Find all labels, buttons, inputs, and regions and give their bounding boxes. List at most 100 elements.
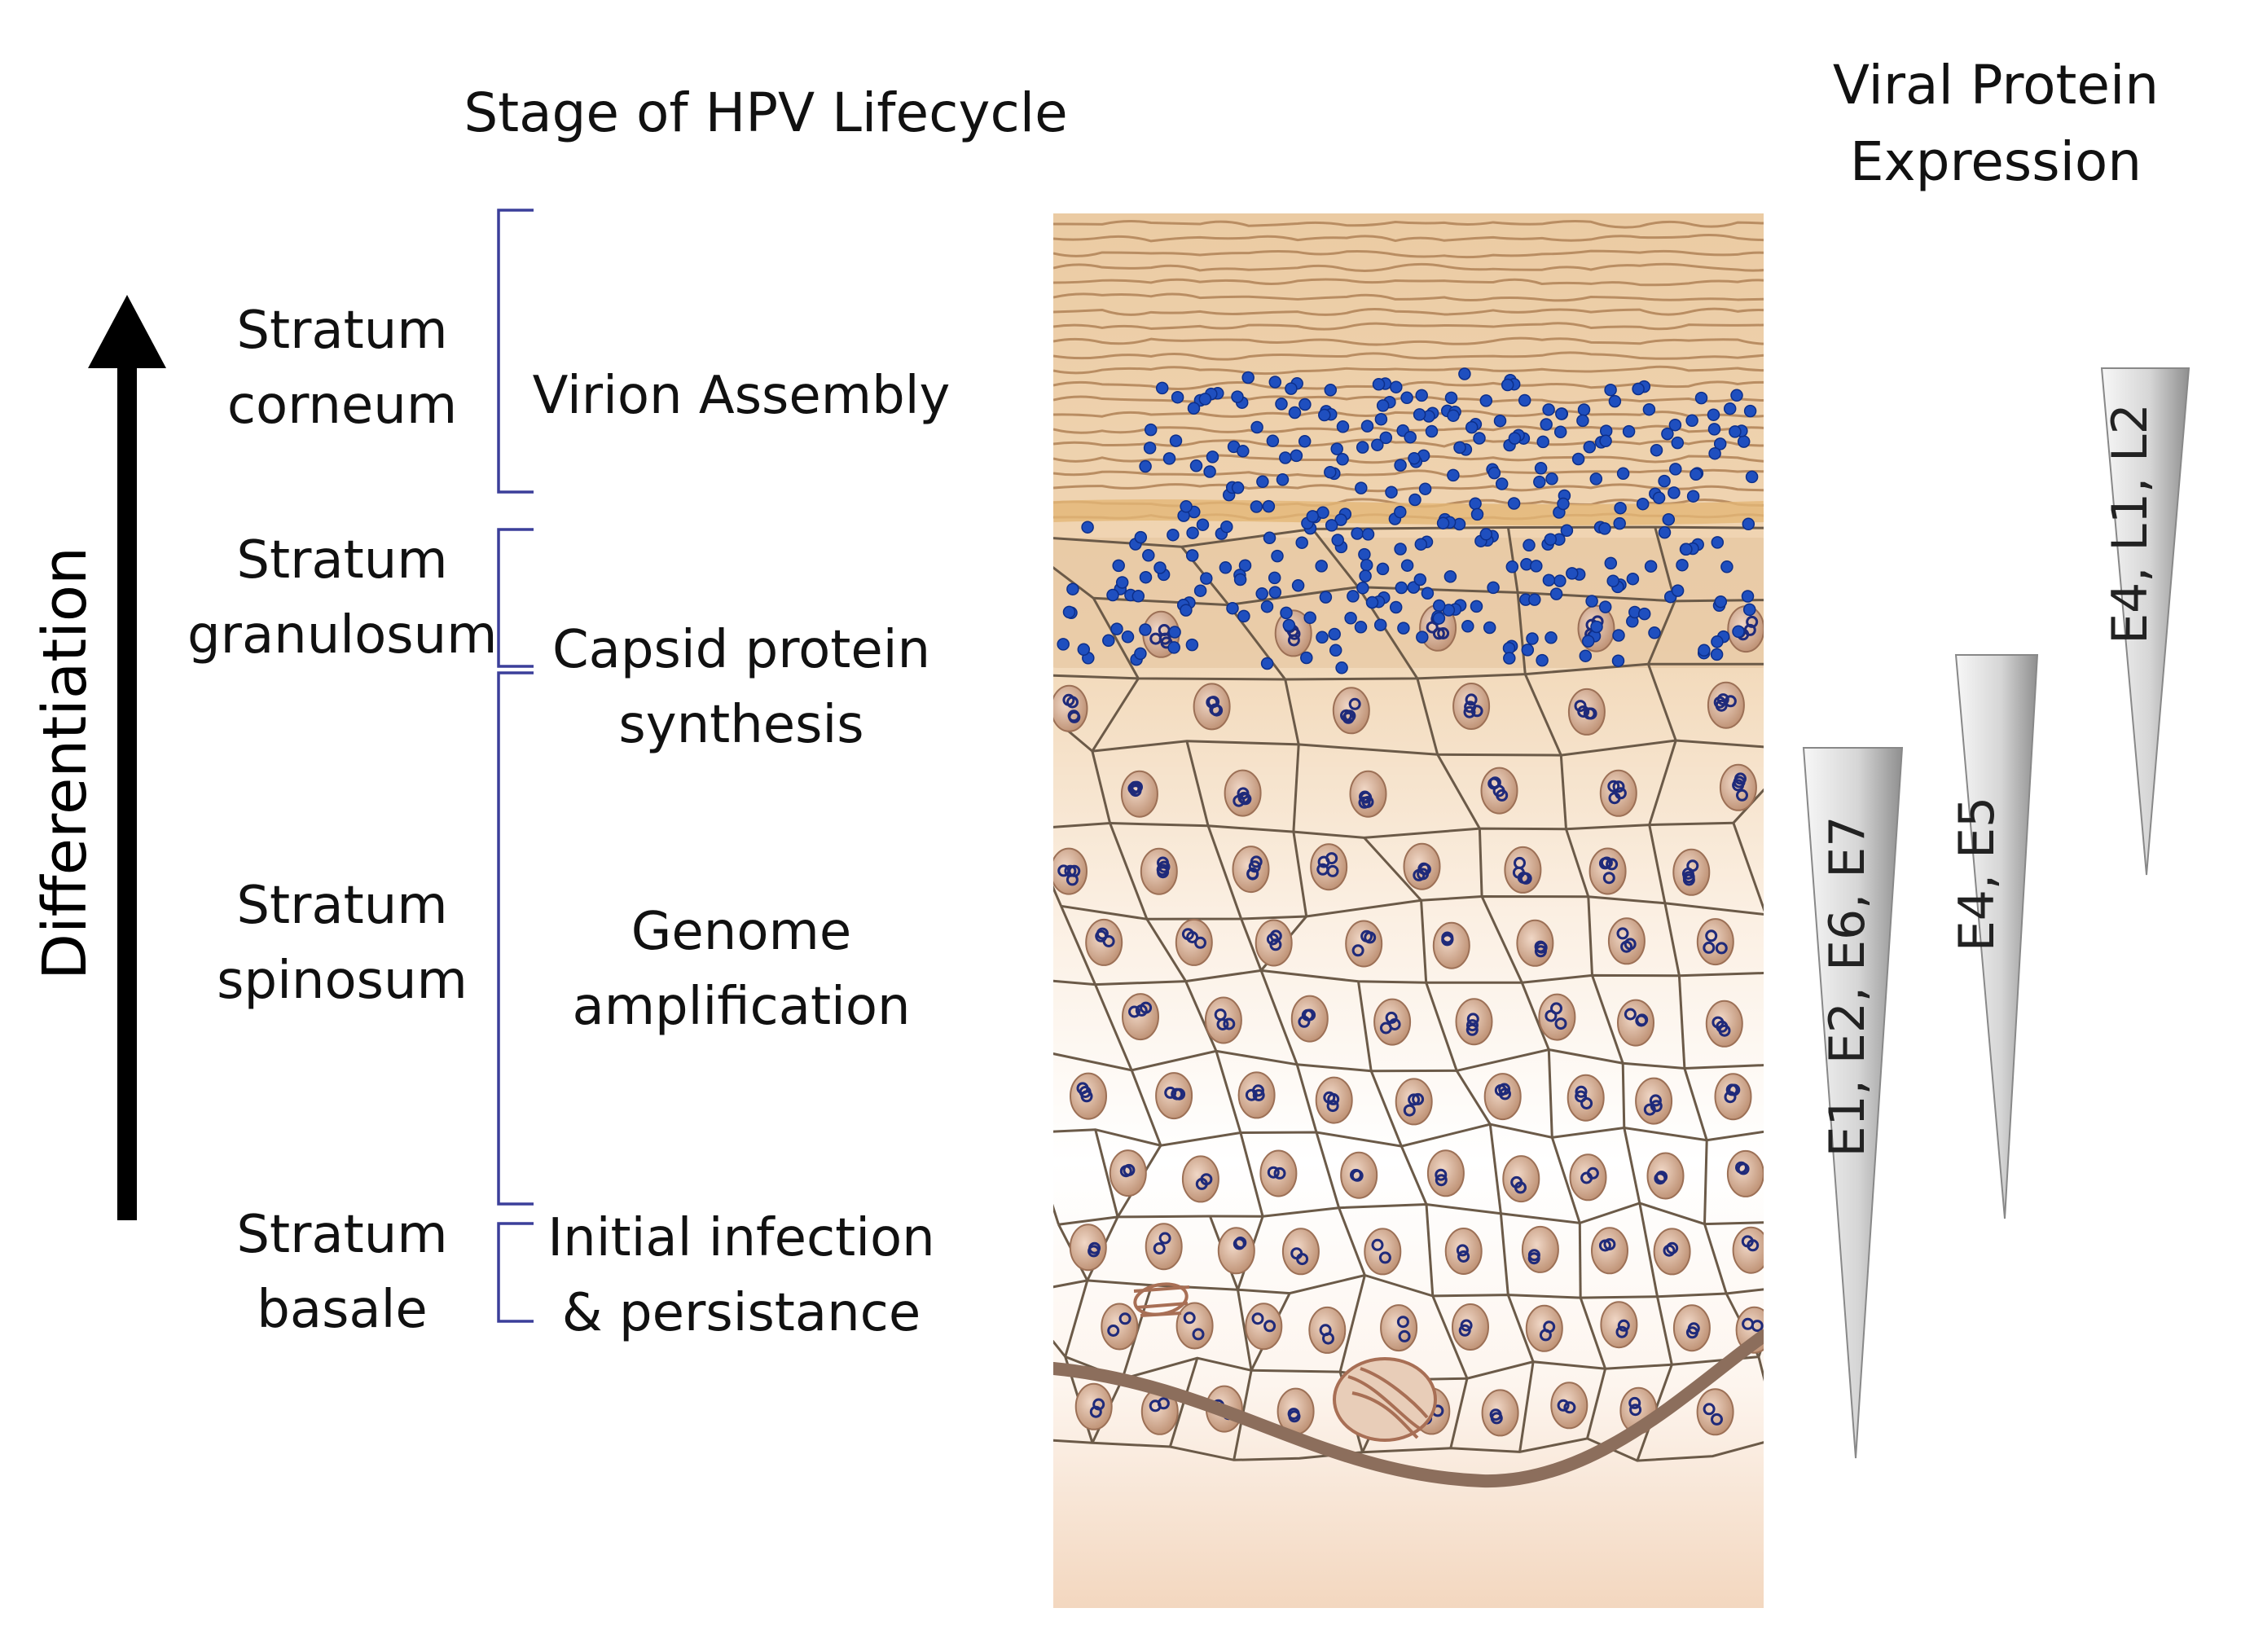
virion bbox=[1598, 600, 1612, 613]
viral-episome bbox=[1350, 1168, 1362, 1181]
virion bbox=[1523, 538, 1536, 552]
bracket-granulosum bbox=[497, 528, 534, 668]
virion bbox=[1271, 549, 1284, 563]
virion bbox=[1250, 420, 1263, 434]
virion bbox=[1545, 631, 1558, 644]
virion bbox=[1636, 497, 1650, 511]
virion bbox=[1316, 630, 1329, 644]
cell-wall bbox=[1425, 982, 1458, 1071]
virion bbox=[1185, 638, 1199, 652]
keratin-fiber bbox=[1053, 424, 1764, 434]
virion bbox=[1644, 560, 1658, 573]
cell-wall bbox=[1363, 837, 1422, 902]
viral-episome bbox=[1466, 1013, 1479, 1026]
protein-label-early: E1, E2, E6, E7 bbox=[1819, 815, 1876, 1158]
virion bbox=[1743, 404, 1757, 418]
virion bbox=[1102, 634, 1115, 648]
keratin-fiber bbox=[1053, 234, 1764, 243]
virion bbox=[1648, 626, 1661, 639]
layer-granulosum-line1: Stratum bbox=[236, 530, 448, 591]
cell-wall bbox=[1240, 918, 1263, 971]
virion bbox=[1279, 451, 1292, 464]
viral-episome bbox=[1463, 705, 1476, 718]
virion bbox=[1219, 561, 1233, 574]
cell-wall bbox=[1550, 1136, 1581, 1224]
virion bbox=[1453, 441, 1466, 455]
cell-wall bbox=[1506, 527, 1519, 593]
virion bbox=[1560, 524, 1574, 538]
virion bbox=[1186, 526, 1199, 539]
layer-spinosum-line2: spinosum bbox=[217, 951, 468, 1011]
virion bbox=[1077, 643, 1091, 657]
viral-episome bbox=[1290, 1247, 1303, 1260]
stage-capsid-line2: synthesis bbox=[618, 695, 864, 755]
virion bbox=[1324, 465, 1337, 479]
nucleus bbox=[1732, 1226, 1764, 1274]
virion bbox=[1266, 434, 1280, 448]
virion bbox=[1483, 621, 1496, 635]
virion bbox=[1690, 468, 1703, 481]
viral-episome bbox=[1364, 931, 1377, 944]
viral-episome bbox=[1267, 1166, 1280, 1179]
keratin-fiber bbox=[1053, 278, 1764, 287]
virion bbox=[1413, 408, 1426, 421]
viral-episome bbox=[1158, 1232, 1171, 1245]
virion bbox=[1469, 497, 1482, 511]
viral-episome bbox=[1460, 1319, 1473, 1332]
virion bbox=[1115, 576, 1129, 589]
virion bbox=[1354, 621, 1368, 634]
expression-header: Viral Protein Expression bbox=[1832, 54, 2160, 193]
virion bbox=[1143, 442, 1157, 455]
virion bbox=[1318, 408, 1331, 422]
virion bbox=[1458, 367, 1471, 380]
virion bbox=[1414, 538, 1428, 551]
cell-wall bbox=[1292, 744, 1300, 833]
virion bbox=[1685, 414, 1698, 428]
cell-wall bbox=[1785, 1129, 1798, 1222]
viral-episome bbox=[1079, 1086, 1092, 1098]
virion bbox=[1334, 513, 1347, 526]
cell-wall bbox=[1357, 981, 1373, 1071]
nucleus bbox=[1109, 1149, 1147, 1197]
viral-episome bbox=[1252, 1084, 1264, 1097]
viral-episome bbox=[1195, 1177, 1208, 1190]
keratin-fiber bbox=[1053, 262, 1764, 272]
viral-episome bbox=[1192, 1328, 1205, 1341]
cell-wall bbox=[1623, 1127, 1641, 1204]
stage-initial: Initial infection & persistance bbox=[521, 1201, 961, 1351]
virion bbox=[1356, 441, 1369, 454]
virion bbox=[1711, 536, 1725, 549]
epithelium-illustration bbox=[1053, 213, 1798, 1608]
viral-episome bbox=[1583, 707, 1596, 720]
virion bbox=[1315, 560, 1328, 573]
nucleus bbox=[1069, 1224, 1107, 1272]
viral-episome bbox=[1149, 632, 1162, 645]
viral-episome bbox=[1403, 1104, 1416, 1117]
viral-episome bbox=[1718, 1024, 1731, 1037]
nucleus bbox=[1308, 1306, 1347, 1354]
virion bbox=[1231, 481, 1245, 494]
viral-episome bbox=[1388, 1018, 1401, 1030]
virion bbox=[1571, 452, 1585, 466]
cell-wall bbox=[1239, 1132, 1264, 1217]
cell-wall bbox=[1516, 592, 1527, 674]
protein-label-mid: E4, E5 bbox=[1949, 796, 2006, 952]
virion bbox=[1579, 649, 1593, 662]
viral-episome bbox=[1736, 789, 1748, 802]
stage-initial-line1: Initial infection bbox=[547, 1208, 935, 1268]
viral-episome bbox=[1273, 1167, 1286, 1180]
virion bbox=[1544, 533, 1558, 546]
protein-expression-cones bbox=[1802, 367, 2190, 1459]
keratin-fiber bbox=[1053, 292, 1764, 302]
virion bbox=[1331, 534, 1344, 547]
virion bbox=[1557, 497, 1570, 511]
cell-wall bbox=[1436, 754, 1481, 829]
virion bbox=[1555, 407, 1568, 420]
cell-wall bbox=[1094, 984, 1133, 1071]
virion bbox=[1708, 446, 1721, 460]
viral-episome bbox=[1360, 791, 1373, 804]
differentiation-label: Differentiation bbox=[30, 547, 100, 980]
cell-wall bbox=[1185, 740, 1210, 827]
virion bbox=[1710, 648, 1724, 661]
viral-episome bbox=[1574, 700, 1587, 713]
